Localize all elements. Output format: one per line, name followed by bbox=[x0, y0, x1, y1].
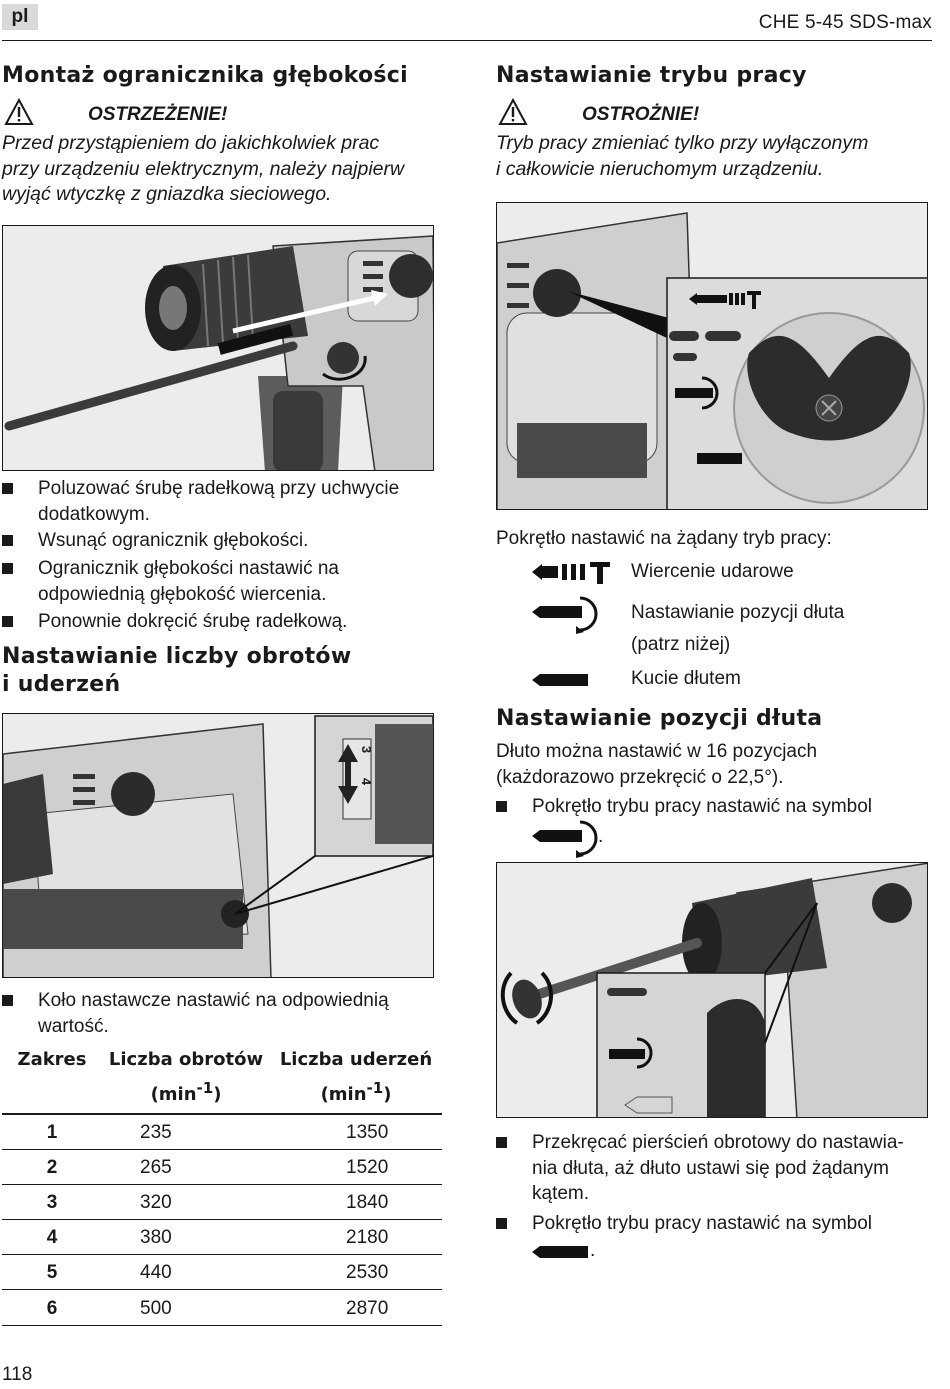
speed-dial-figure: 3 4 bbox=[2, 713, 434, 978]
col-header-rpm: Liczba obrotów(min-1) bbox=[102, 1046, 270, 1115]
chiselling-icon bbox=[532, 674, 588, 686]
page-number: 118 bbox=[2, 1364, 33, 1385]
warning-triangle-icon bbox=[4, 98, 34, 125]
chisel-step-1: Pokrętło trybu pracy nastawić na symbol bbox=[496, 794, 872, 820]
chisel-position-icon bbox=[532, 820, 598, 858]
caution-label: OSTROŻNIE! bbox=[582, 104, 700, 125]
mode-chisel-position-note: (patrz niżej) bbox=[631, 634, 731, 655]
depth-stop-figure bbox=[2, 225, 434, 471]
chisel-step-1-dot: . bbox=[598, 826, 604, 847]
language-tag: pl bbox=[2, 4, 38, 30]
chisel-rotation-figure bbox=[496, 862, 928, 1118]
chisel-heading: Nastawianie pozycji dłuta bbox=[496, 706, 823, 731]
mode-intro: Pokrętło nastawić na żądany tryb pracy: bbox=[496, 528, 832, 549]
chiselling-icon bbox=[532, 1246, 588, 1258]
caution-text: Tryb pracy zmieniać tylko przy wyłączony… bbox=[496, 132, 869, 180]
mode-selector-figure bbox=[496, 202, 928, 510]
chisel-step-3-dot: . bbox=[590, 1240, 596, 1261]
chisel-step-2: Przekręcać pierścień obrotowy do nastawi… bbox=[496, 1130, 904, 1207]
warning-label: OSTRZEŻENIE! bbox=[88, 104, 228, 125]
model-name: CHE 5-45 SDS-max bbox=[758, 12, 932, 33]
dial-mark-4: 4 bbox=[359, 777, 375, 786]
header-rule bbox=[2, 40, 932, 41]
chisel-text: Dłuto można nastawić w 16 pozycjach(każd… bbox=[496, 741, 818, 788]
col-header-range: Zakres bbox=[2, 1046, 102, 1115]
hammer-drill-icon bbox=[532, 562, 610, 584]
col-header-bpm: Liczba uderzeń(min-1) bbox=[270, 1046, 442, 1115]
chisel-step-3: Pokrętło trybu pracy nastawić na symbol bbox=[496, 1211, 872, 1237]
mode-heading: Nastawianie trybu pracy bbox=[496, 63, 807, 88]
mode-hammer-drill: Wiercenie udarowe bbox=[631, 561, 794, 582]
depth-stop-heading: Montaż ogranicznika głębokości bbox=[2, 63, 408, 88]
chisel-position-icon bbox=[532, 596, 598, 634]
mode-chiselling: Kucie dłutem bbox=[631, 668, 741, 689]
warning-text: Przed przystąpieniem do jakichkolwiek pr… bbox=[2, 132, 405, 205]
speed-table: Zakres Liczba obrotów(min-1) Liczba uder… bbox=[2, 1046, 442, 1326]
caution-triangle-icon bbox=[498, 98, 528, 125]
mode-chisel-position: Nastawianie pozycji dłuta bbox=[631, 602, 845, 623]
depth-step-4: Ponownie dokręcić śrubę radełkową. bbox=[2, 609, 347, 635]
dial-mark-3: 3 bbox=[359, 745, 375, 754]
depth-step-2: Wsunąć ogranicznik głębokości. bbox=[2, 528, 308, 554]
